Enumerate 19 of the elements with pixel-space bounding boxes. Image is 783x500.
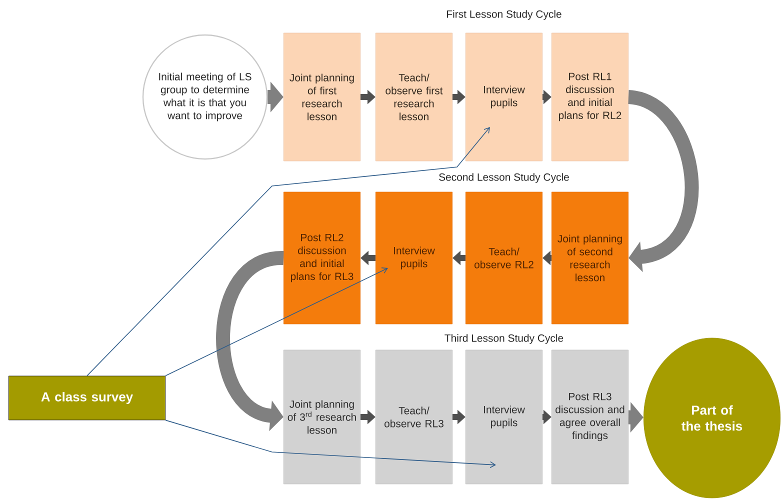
step-box: Post RL3 discussion and agree overall findings — [551, 350, 629, 484]
step-box: Joint planning of second research lesson — [551, 192, 629, 324]
leader-arrow — [86, 127, 490, 376]
step-box: Teach/ observe RL2 — [465, 192, 543, 324]
step-box: Post RL2 discussion and initial plans for RL3 — [283, 192, 361, 324]
step-box: Interview pupils — [465, 350, 543, 484]
step-box: Interview pupils — [375, 192, 453, 324]
step-box: Joint planning of first research lesson — [283, 32, 361, 162]
cycle-title: First Lesson Study Cycle — [447, 10, 562, 20]
step-box: Interview pupils — [465, 32, 543, 162]
step-box: Post RL1 discussion and initial plans for RL2 — [551, 32, 629, 162]
step-box: Teach/ observe first research lesson — [375, 32, 453, 162]
step-box: Joint planning of 3$^{rd}$ research lesson — [283, 350, 361, 484]
cycle-title: Third Lesson Study Cycle — [444, 334, 564, 344]
leader-arrow — [165, 267, 388, 376]
cycle-title: Second Lesson Study Cycle — [439, 173, 569, 183]
leader-arrow — [165, 420, 496, 468]
survey-box: A class survey — [8, 376, 166, 420]
step-box: Teach/ observe RL3 — [375, 350, 453, 484]
